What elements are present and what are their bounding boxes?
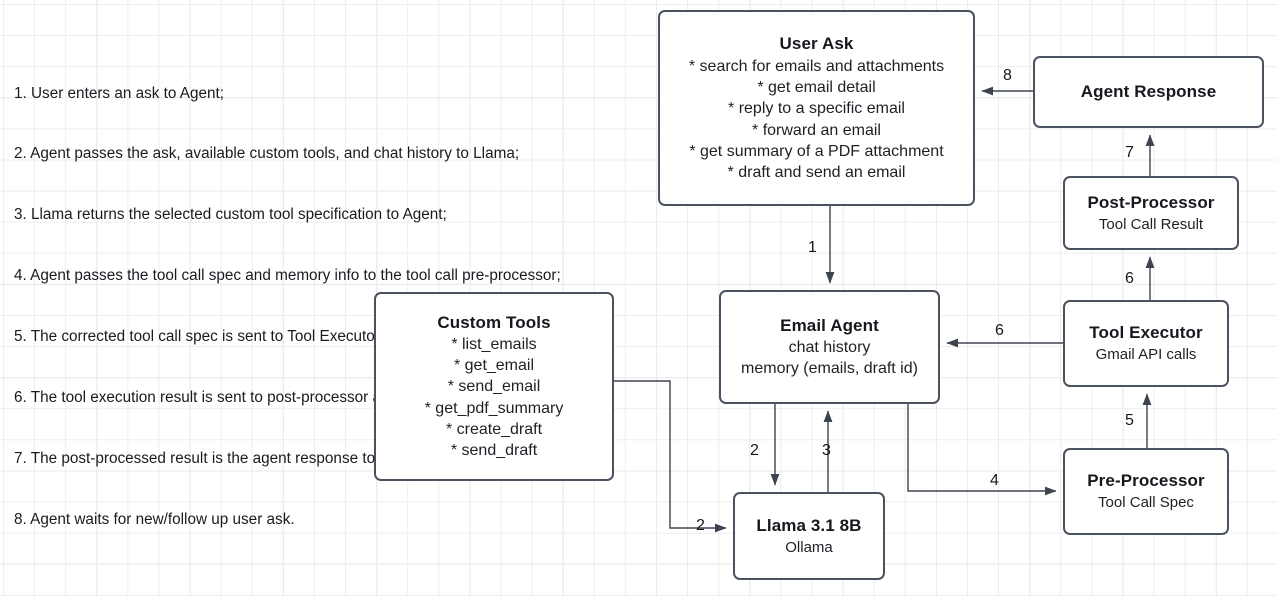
node-user-ask-line-1: * search for emails and attachments [688, 57, 945, 75]
node-tool-executor[interactable]: Tool Executor Gmail API calls [1063, 300, 1229, 387]
node-email-agent-sub-1: chat history [788, 338, 871, 356]
edge-label-1: 1 [808, 239, 817, 256]
node-pre-processor[interactable]: Pre-Processor Tool Call Spec [1063, 448, 1229, 535]
edge-label-6-post-processor: 6 [1125, 270, 1134, 287]
node-agent-response-title: Agent Response [1080, 82, 1217, 101]
node-custom-tools[interactable]: Custom Tools * list_emails * get_email *… [374, 292, 614, 481]
edge-label-2-email-agent: 2 [750, 442, 759, 459]
node-email-agent-title: Email Agent [780, 315, 879, 335]
node-llama-subtitle: Ollama [785, 538, 833, 556]
node-pre-processor-title: Pre-Processor [1087, 471, 1205, 490]
edge-label-2-custom-tools: 2 [696, 517, 705, 534]
node-email-agent[interactable]: Email Agent chat history memory (emails,… [719, 290, 940, 404]
node-user-ask-line-3: * reply to a specific email [728, 100, 905, 118]
node-user-ask[interactable]: User Ask * search for emails and attachm… [658, 10, 975, 206]
node-user-ask-line-5: * get summary of a PDF attachment [689, 142, 944, 160]
node-llama[interactable]: Llama 3.1 8B Ollama [733, 492, 885, 580]
node-user-ask-line-2: * get email detail [757, 78, 876, 96]
node-post-processor[interactable]: Post-Processor Tool Call Result [1063, 176, 1239, 250]
node-user-ask-line-4: * forward an email [752, 121, 881, 139]
edge-label-4: 4 [990, 472, 999, 489]
node-post-processor-title: Post-Processor [1087, 192, 1215, 212]
node-pre-processor-subtitle: Tool Call Spec [1098, 494, 1194, 511]
node-tool-executor-title: Tool Executor [1089, 323, 1203, 342]
legend-line-4: 4. Agent passes the tool call spec and m… [14, 267, 561, 285]
edge-label-8: 8 [1003, 67, 1012, 84]
node-custom-tools-line-1: * list_emails [451, 335, 537, 353]
node-user-ask-title: User Ask [779, 33, 854, 53]
node-custom-tools-line-4: * get_pdf_summary [424, 399, 564, 417]
edge-label-5: 5 [1125, 412, 1134, 429]
edge-4-email-agent-to-pre-processor [907, 404, 1057, 496]
node-custom-tools-line-3: * send_email [447, 378, 541, 396]
node-email-agent-sub-2: memory (emails, draft id) [741, 360, 918, 377]
node-custom-tools-title: Custom Tools [437, 312, 551, 332]
legend-line-3: 3. Llama returns the selected custom too… [14, 206, 447, 224]
edge-label-7: 7 [1125, 144, 1134, 161]
legend-line-2: 2. Agent passes the ask, available custo… [14, 145, 520, 163]
legend-line-1: 1. User enters an ask to Agent; [14, 84, 225, 102]
edge-label-6-email-agent: 6 [995, 322, 1004, 339]
node-custom-tools-line-5: * create_draft [445, 420, 543, 438]
edge-label-3: 3 [822, 442, 831, 459]
edge-2-custom-tools-to-llama [614, 380, 727, 533]
node-tool-executor-subtitle: Gmail API calls [1095, 346, 1197, 363]
node-custom-tools-line-2: * get_email [453, 356, 535, 374]
legend-line-8: 8. Agent waits for new/follow up user as… [14, 510, 295, 528]
node-llama-title: Llama 3.1 8B [756, 515, 862, 535]
node-user-ask-line-6: * draft and send an email [727, 164, 906, 182]
node-custom-tools-line-6: * send_draft [450, 442, 538, 460]
node-agent-response[interactable]: Agent Response [1033, 56, 1264, 128]
node-post-processor-subtitle: Tool Call Result [1098, 215, 1204, 233]
